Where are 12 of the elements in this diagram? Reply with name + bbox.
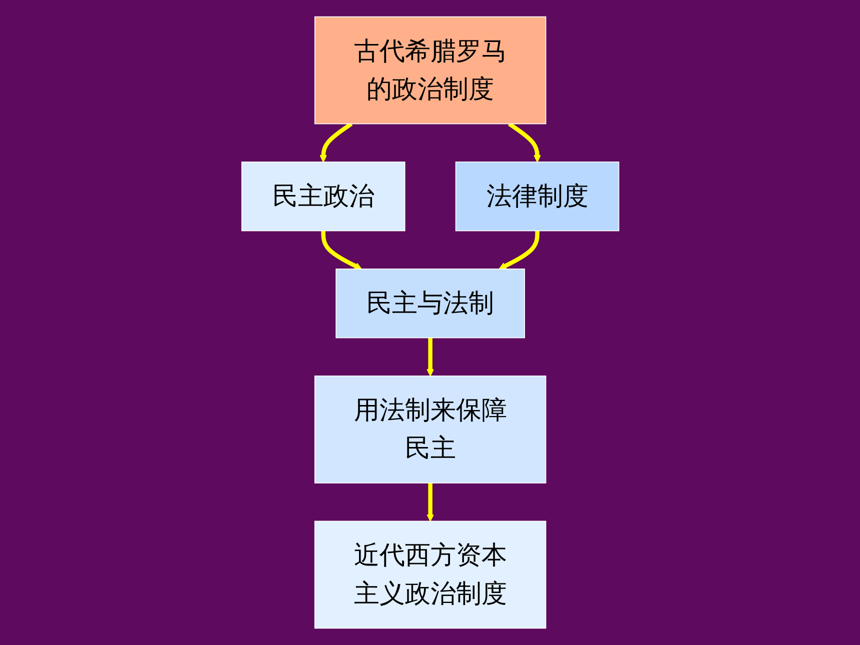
node-box: 法律制度 (455, 162, 619, 232)
arrow (498, 230, 540, 270)
node-box: 用法制来保障民主 (314, 376, 546, 484)
node-box: 民主与法制 (335, 268, 525, 338)
arrow (508, 122, 541, 162)
arrow (320, 230, 362, 270)
node-box: 古代希腊罗马的政治制度 (314, 16, 546, 124)
arrow (319, 122, 352, 162)
node-box: 近代西方资本主义政治制度 (314, 520, 546, 629)
arrow (426, 338, 434, 376)
node-box: 民主政治 (241, 162, 405, 232)
arrow (426, 483, 434, 522)
